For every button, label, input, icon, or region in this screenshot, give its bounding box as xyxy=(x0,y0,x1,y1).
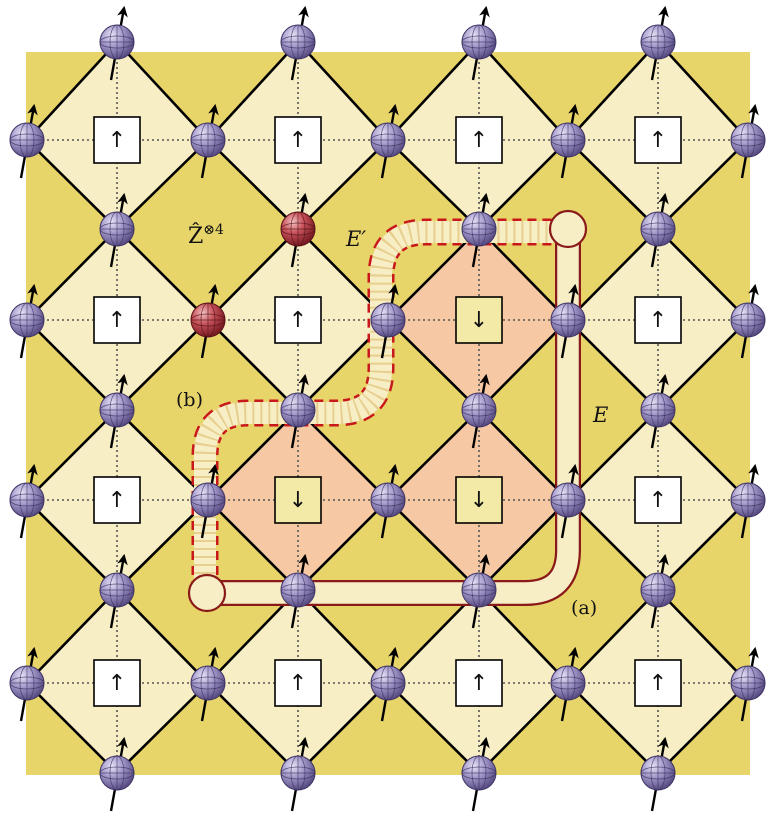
plaquette-box-up: ↑ xyxy=(634,116,682,164)
plaquette-box-up: ↑ xyxy=(93,476,141,524)
plaquette-box-up: ↑ xyxy=(455,116,503,164)
spin xyxy=(730,283,766,359)
path-e-label: E xyxy=(592,403,608,427)
plaquette-box-up: ↑ xyxy=(93,296,141,344)
plaquette-box-up: ↑ xyxy=(455,659,503,707)
spin-up-arrow: ↑ xyxy=(108,488,126,513)
spin xyxy=(550,283,586,359)
spin-up-arrow: ↑ xyxy=(649,488,667,513)
spin xyxy=(550,646,586,722)
spin-up-arrow: ↑ xyxy=(470,671,488,696)
spin xyxy=(190,103,226,179)
spin xyxy=(461,192,497,268)
spin xyxy=(640,736,676,812)
spin xyxy=(640,5,676,81)
spin-up-arrow: ↑ xyxy=(289,128,307,153)
spin-up-arrow: ↑ xyxy=(649,128,667,153)
spin xyxy=(640,553,676,629)
spin-up-arrow: ↑ xyxy=(289,308,307,333)
spin xyxy=(550,103,586,179)
plaquette-box-down: ↓ xyxy=(455,476,503,524)
spin-up-arrow: ↑ xyxy=(470,128,488,153)
spin xyxy=(99,373,135,449)
spin-layer xyxy=(9,5,766,812)
spin-down-arrow: ↓ xyxy=(289,488,307,513)
spin xyxy=(9,646,45,722)
spin xyxy=(370,463,406,539)
plaquette-box-up: ↑ xyxy=(93,659,141,707)
dashed-path-e-prime xyxy=(191,218,568,590)
path-endpoint-top-right xyxy=(548,209,588,249)
plaquette-box-up: ↑ xyxy=(634,659,682,707)
spin xyxy=(730,463,766,539)
spin xyxy=(280,553,316,629)
plaquette-box-up: ↑ xyxy=(274,659,322,707)
spin xyxy=(190,463,226,539)
spin xyxy=(640,192,676,268)
spin xyxy=(99,553,135,629)
plaquette-box-up: ↑ xyxy=(634,476,682,524)
spin xyxy=(370,646,406,722)
spin xyxy=(461,736,497,812)
spin xyxy=(461,5,497,81)
spin xyxy=(99,736,135,812)
spin xyxy=(550,463,586,539)
plaquette-box-up: ↑ xyxy=(274,296,322,344)
spin xyxy=(461,373,497,449)
solid-path-e xyxy=(187,209,588,613)
spin-up-arrow: ↑ xyxy=(108,671,126,696)
spin xyxy=(730,103,766,179)
spin-flipped xyxy=(190,283,226,359)
spin xyxy=(640,373,676,449)
spin xyxy=(99,192,135,268)
spin-up-arrow: ↑ xyxy=(108,308,126,333)
plaquette-box-up: ↑ xyxy=(93,116,141,164)
spin xyxy=(280,5,316,81)
spin xyxy=(190,646,226,722)
spin xyxy=(9,283,45,359)
tag-b-label: (b) xyxy=(176,389,203,411)
spin-flipped xyxy=(280,192,316,268)
spin xyxy=(280,373,316,449)
spin xyxy=(280,736,316,812)
plaquette-box-down: ↓ xyxy=(274,476,322,524)
spin xyxy=(370,283,406,359)
spin-down-arrow: ↓ xyxy=(470,488,488,513)
spin xyxy=(461,553,497,629)
tag-a-label: (a) xyxy=(571,597,597,619)
spin-up-arrow: ↑ xyxy=(649,671,667,696)
plaquette-box-down: ↓ xyxy=(455,296,503,344)
spin-up-arrow: ↑ xyxy=(649,308,667,333)
path-e-prime-label: E′ xyxy=(345,227,366,251)
spin-down-arrow: ↓ xyxy=(470,308,488,333)
stabilizer-label: Ẑ⊗4 xyxy=(188,222,224,249)
plaquette-box-up: ↑ xyxy=(274,116,322,164)
plaquette-box-layer: ↑ ↑ ↑ ↑ ↑ ↑ ↓ ↑ ↑ ↓ ↓ ↑ ↑ ↑ ↑ ↑ xyxy=(93,116,682,707)
path-endpoint-bottom-left xyxy=(187,573,227,613)
spin xyxy=(9,463,45,539)
spin-up-arrow: ↑ xyxy=(289,671,307,696)
spin xyxy=(9,103,45,179)
plaquette-box-up: ↑ xyxy=(634,296,682,344)
spin xyxy=(730,646,766,722)
spin xyxy=(370,103,406,179)
spin xyxy=(99,5,135,81)
spin-up-arrow: ↑ xyxy=(108,128,126,153)
